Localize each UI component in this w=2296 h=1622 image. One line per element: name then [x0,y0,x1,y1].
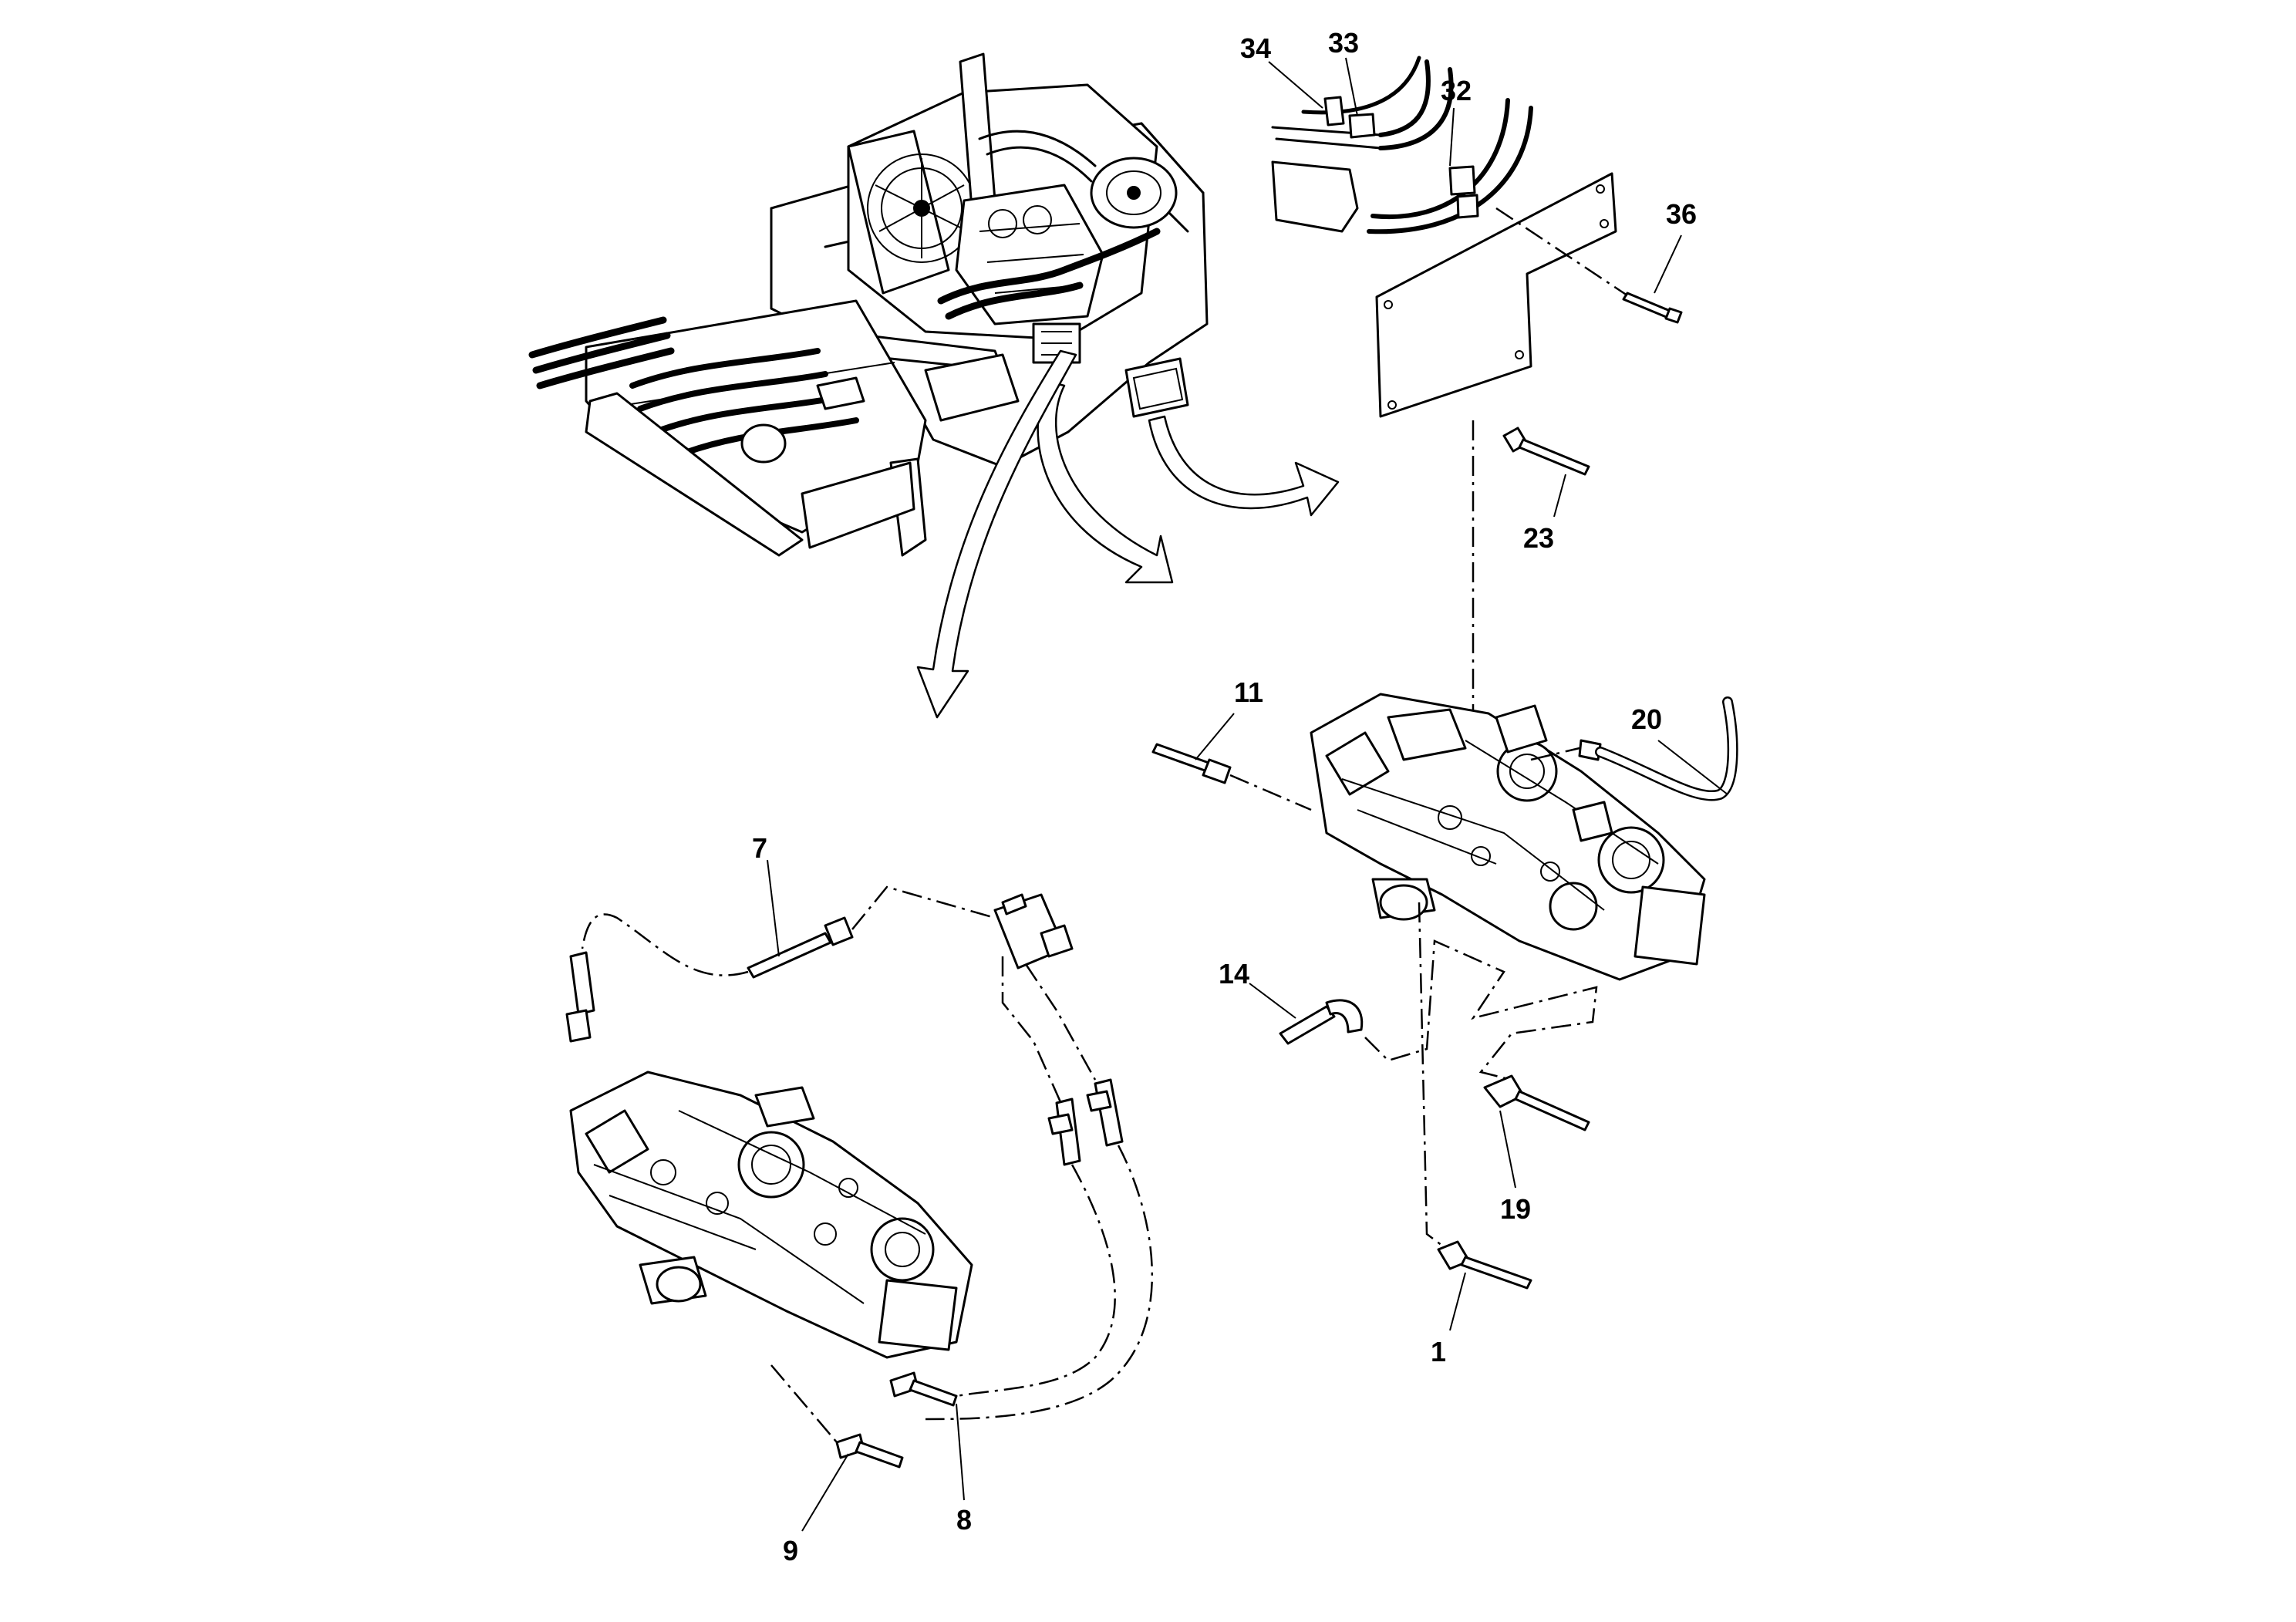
callout-32: 32 [1441,75,1472,106]
callout-8: 8 [956,1504,972,1536]
callout-labels: 34 33 32 36 23 11 20 14 19 1 7 8 9 [752,27,1697,1566]
pump-assembly-left [569,1071,973,1359]
pump-assembly-right [1310,693,1706,981]
callout-36: 36 [1666,198,1697,230]
callout-34: 34 [1240,32,1271,64]
machine-overview-illustration [528,52,1209,557]
fittings-left [565,885,1154,1469]
callout-19: 19 [1500,1193,1531,1225]
callout-1: 1 [1431,1336,1446,1367]
callout-23: 23 [1523,522,1554,554]
callout-20: 20 [1631,703,1662,735]
fittings-right [1151,420,1738,1290]
callout-7: 7 [752,832,767,864]
callout-14: 14 [1219,958,1249,990]
callout-9: 9 [783,1535,798,1566]
leader-lines [767,57,1728,1532]
view-arrows [916,349,1340,719]
cover-plate-detail [1271,56,1683,418]
callout-11: 11 [1234,676,1263,708]
callout-33: 33 [1328,27,1359,59]
